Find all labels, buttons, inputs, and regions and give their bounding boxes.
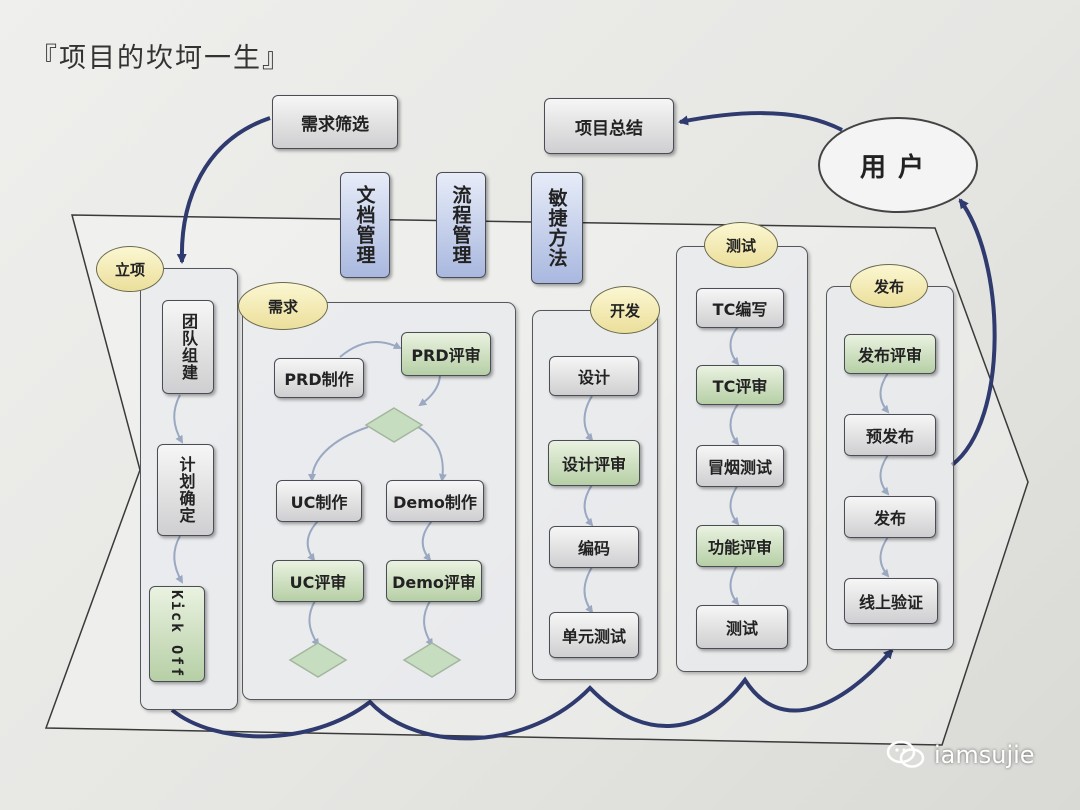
step-tc-write: TC编写 xyxy=(696,288,784,328)
step-online-verify: 线上验证 xyxy=(844,578,938,624)
step-uc-review: UC评审 xyxy=(272,560,364,602)
watermark-text: iamsujie xyxy=(934,741,1035,769)
project-summary-node: 项目总结 xyxy=(544,98,674,154)
step-smoke-test: 冒烟测试 xyxy=(696,445,784,487)
release-tag: 发布 xyxy=(850,264,928,308)
initiation-tag: 立项 xyxy=(96,246,164,292)
testing-tag: 测试 xyxy=(704,222,778,268)
watermark: iamsujie xyxy=(886,740,1035,770)
step-team-building: 团队组建 xyxy=(162,300,214,394)
arrow-filter-to-initiation xyxy=(176,116,271,264)
page-title: 『项目的坎坷一生』 xyxy=(30,43,291,74)
step-tc-review: TC评审 xyxy=(696,365,784,405)
document-management-box: 文档管理 xyxy=(340,172,390,278)
chat-bubbles-icon xyxy=(886,740,925,768)
step-test: 测试 xyxy=(696,605,788,649)
step-function-review: 功能评审 xyxy=(696,525,784,567)
step-demo-review: Demo评审 xyxy=(386,560,482,602)
step-uc-make: UC制作 xyxy=(276,480,362,522)
step-release-review: 发布评审 xyxy=(844,334,936,374)
development-tag: 开发 xyxy=(590,286,660,334)
agile-method-box: 敏捷方法 xyxy=(531,172,583,284)
step-prd-make: PRD制作 xyxy=(274,358,364,398)
step-pre-release: 预发布 xyxy=(844,414,936,456)
arrow-bottom-flow xyxy=(170,648,894,741)
step-design: 设计 xyxy=(549,356,639,396)
step-unit-test: 单元测试 xyxy=(549,612,639,658)
step-release: 发布 xyxy=(844,496,936,538)
step-kick-off: Kick Off xyxy=(149,586,205,682)
requirements-tag: 需求 xyxy=(238,282,328,330)
user-node: 用户 xyxy=(818,117,978,213)
process-management-box: 流程管理 xyxy=(436,172,486,278)
step-design-review: 设计评审 xyxy=(548,440,640,486)
arrow-release-to-user xyxy=(950,198,997,467)
requirement-filter-node: 需求筛选 xyxy=(272,95,398,149)
arrow-user-to-summary xyxy=(678,111,843,132)
step-coding: 编码 xyxy=(549,526,639,568)
step-plan-confirm: 计划确定 xyxy=(157,444,214,536)
step-prd-review: PRD评审 xyxy=(401,332,491,376)
step-demo-make: Demo制作 xyxy=(386,480,484,522)
